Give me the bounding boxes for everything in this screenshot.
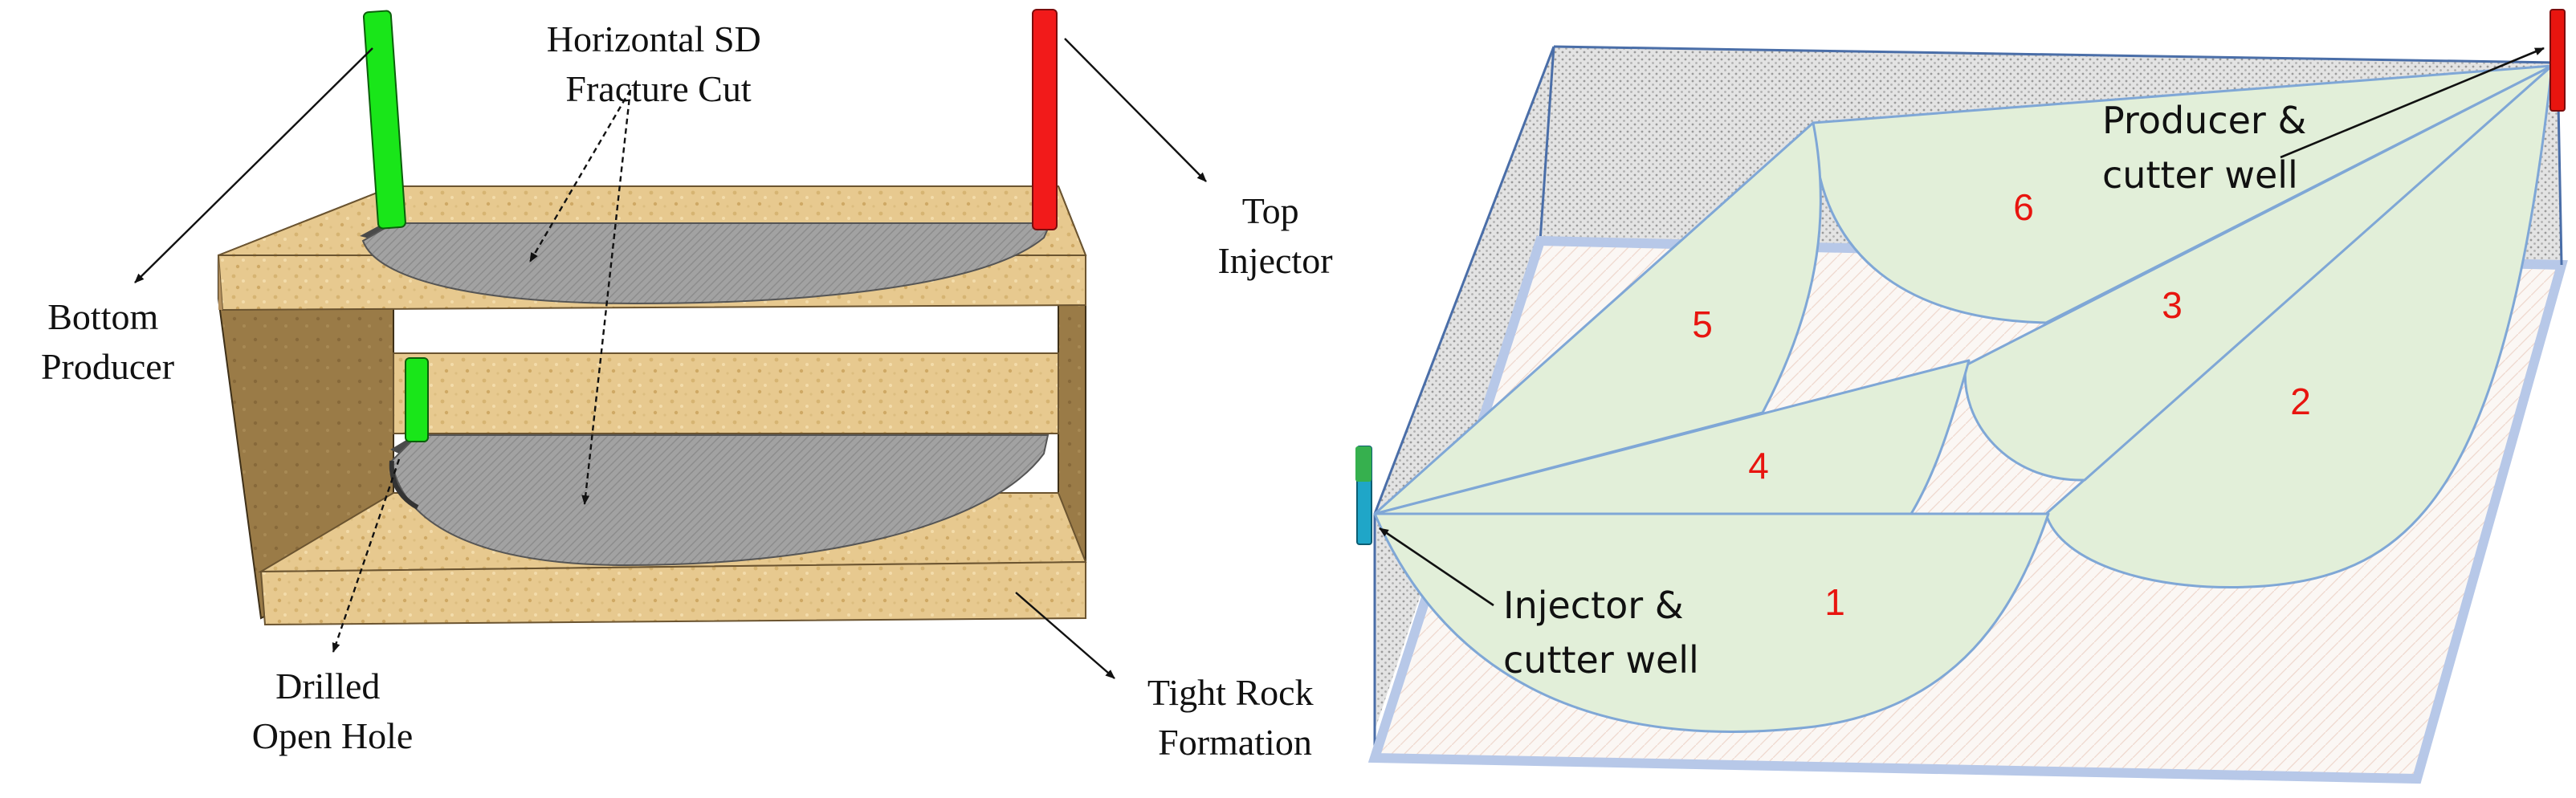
leader-fracture-lower xyxy=(581,89,632,505)
zone-1-shape xyxy=(1373,512,2050,733)
right-leader-lines xyxy=(1379,47,2545,607)
rock-block-diagram xyxy=(217,9,1087,626)
upper-slab-side xyxy=(218,255,222,310)
leader-open-hole xyxy=(332,458,401,653)
zone-number-6: 6 xyxy=(2013,186,2034,228)
label-bottom-producer: Bottom Producer xyxy=(41,296,174,387)
reservoir-frame xyxy=(1373,45,2558,758)
label-tight-rock-formation: Tight Rock Formation xyxy=(1147,672,1323,763)
frame-back-post xyxy=(1539,46,1555,242)
producer-well-top xyxy=(362,10,406,230)
injector-well xyxy=(1032,9,1058,230)
lower-slab-front xyxy=(259,560,1086,626)
producer-well-lower xyxy=(405,357,429,442)
middle-back-band xyxy=(393,352,1059,434)
zone-number-2: 2 xyxy=(2290,381,2311,422)
leader-top-injector xyxy=(1064,38,1207,182)
label-producer-cutter-well: Producer & cutter well xyxy=(2102,99,2318,197)
leader-producer-cutter xyxy=(2280,47,2545,159)
leader-fracture-upper xyxy=(528,89,632,263)
zone-number-5: 5 xyxy=(1692,303,1713,345)
left-leader-lines xyxy=(134,38,1207,679)
reservoir-plan-diagram: 6 5 3 2 4 1 xyxy=(1355,9,2568,784)
zone-3-shape xyxy=(1963,64,2554,482)
zone-4-shape xyxy=(1373,359,1971,515)
lower-fracture-cut xyxy=(390,434,1050,567)
zone-number-3: 3 xyxy=(2162,284,2183,326)
label-top-injector: Top Injector xyxy=(1217,190,1332,281)
injector-cutter-well-cap xyxy=(1355,446,1372,482)
producer-cutter-well xyxy=(2550,9,2566,112)
producer-well xyxy=(362,10,429,442)
leader-tight-rock xyxy=(1015,592,1115,679)
fracture-zones xyxy=(1373,64,2554,733)
zone-number-1: 1 xyxy=(1824,581,1845,623)
leader-injector-cutter xyxy=(1379,527,1494,607)
zone-number-4: 4 xyxy=(1748,445,1769,487)
zone-5-shape xyxy=(1373,121,1822,515)
frame-left-edge xyxy=(1373,46,1555,515)
frame-top-edge xyxy=(1553,45,2558,64)
zone-2-shape xyxy=(2044,64,2554,589)
leader-bottom-producer xyxy=(134,47,373,283)
label-drilled-open-hole: Drilled Open Hole xyxy=(252,666,414,756)
lower-fracture-edge xyxy=(389,460,419,510)
upper-fracture-cut xyxy=(361,222,1052,305)
label-injector-cutter-well: Injector & cutter well xyxy=(1503,584,1699,682)
label-fracture-cut: Horizontal SD Fracture Cut xyxy=(547,18,771,109)
